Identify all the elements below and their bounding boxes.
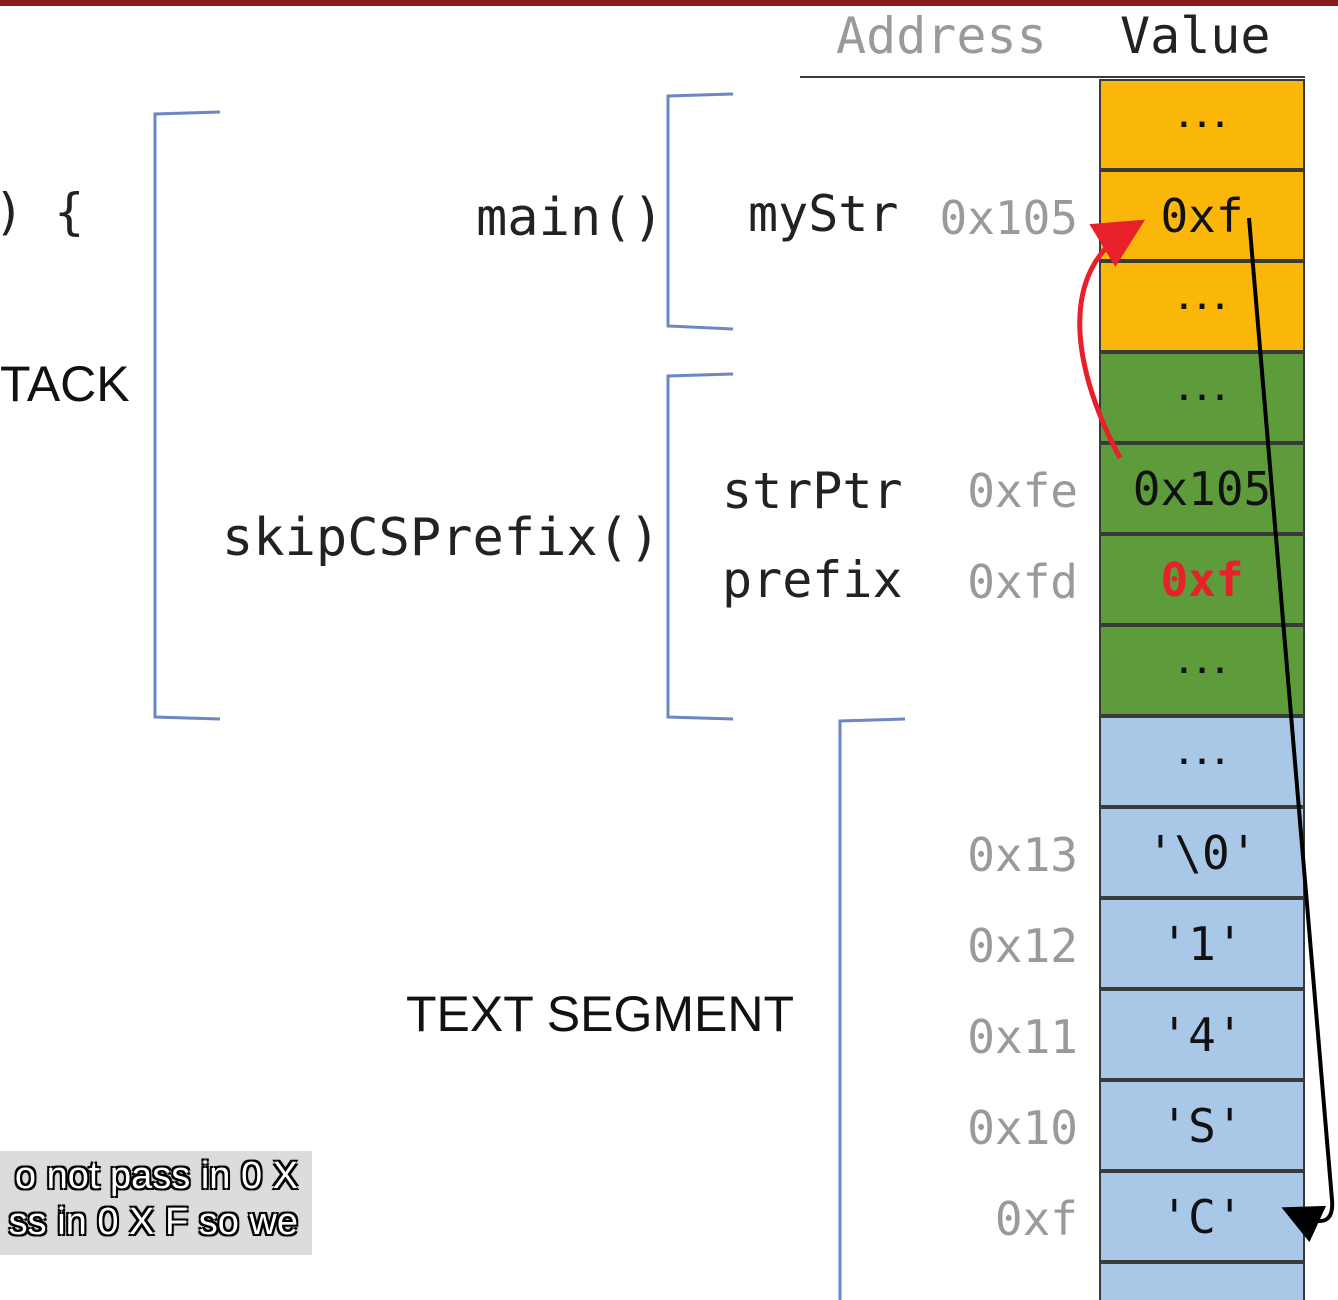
- memory-cell-0x12: '1': [1099, 898, 1305, 989]
- memory-cell: [1099, 1262, 1305, 1300]
- addr-prefix: 0xfd: [967, 555, 1078, 609]
- main-frame-bracket: [666, 92, 734, 331]
- memory-cell-mystr: 0xf: [1099, 170, 1305, 261]
- memory-cell-prefix: 0xf: [1099, 534, 1305, 625]
- var-name-strptr: strPtr: [722, 462, 903, 520]
- stack-bracket: [153, 110, 221, 721]
- code-fragment: ) {: [0, 183, 85, 241]
- addr-text-3: 0x10: [967, 1101, 1078, 1155]
- skip-frame-label: skipCSPrefix(): [222, 508, 661, 568]
- address-header: Address: [836, 7, 1047, 65]
- header-rule: [800, 76, 1305, 78]
- addr-text-1: 0x12: [967, 919, 1078, 973]
- var-name-prefix: prefix: [722, 551, 903, 609]
- memory-cell: ...: [1099, 625, 1305, 716]
- caption-line-2: ss in 0 X F so we: [8, 1201, 298, 1243]
- addr-strptr: 0xfe: [967, 464, 1078, 518]
- memory-cell: ...: [1099, 352, 1305, 443]
- memory-cell-0xf: 'C': [1099, 1171, 1305, 1262]
- memory-cell: ...: [1099, 716, 1305, 807]
- subtitle-caption: o not pass in 0 X ss in 0 X F so we: [0, 1151, 312, 1255]
- addr-mystr: 0x105: [939, 191, 1078, 245]
- main-frame-label: main(): [476, 188, 664, 248]
- var-name-mystr: myStr: [748, 185, 899, 243]
- value-header: Value: [1120, 7, 1271, 65]
- addr-text-4: 0xf: [994, 1192, 1078, 1246]
- skip-frame-bracket: [666, 372, 734, 721]
- top-accent-bar: [0, 0, 1338, 6]
- memory-cell-0x10: 'S': [1099, 1080, 1305, 1171]
- addr-text-2: 0x11: [967, 1010, 1078, 1064]
- addr-text-0: 0x13: [967, 828, 1078, 882]
- memory-cell-0x13: '\0': [1099, 807, 1305, 898]
- memory-cell: ...: [1099, 261, 1305, 352]
- memory-cell: ...: [1099, 79, 1305, 170]
- memory-cell-strptr: 0x105: [1099, 443, 1305, 534]
- stack-label: TACK: [0, 356, 130, 412]
- memory-cell-0x11: '4': [1099, 989, 1305, 1080]
- caption-line-1: o not pass in 0 X: [14, 1155, 298, 1197]
- text-segment-label: TEXT SEGMENT: [406, 986, 795, 1042]
